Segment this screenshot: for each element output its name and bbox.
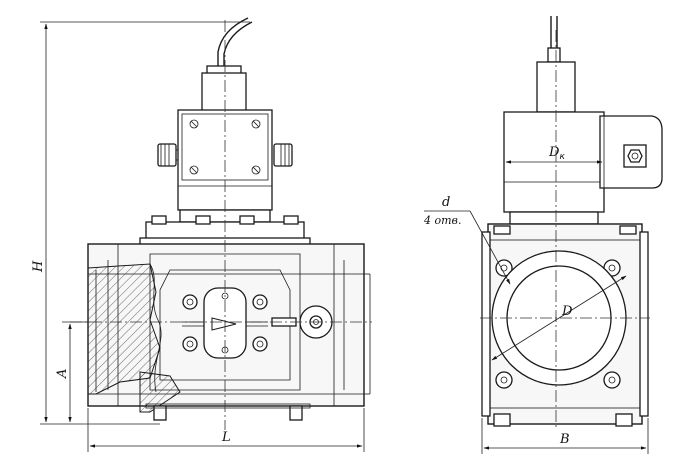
side-dimensions: Dк D d 4 отв. B (423, 145, 649, 454)
front-bolt (182, 294, 198, 310)
front-view (70, 17, 372, 430)
front-bolt (252, 294, 268, 310)
side-hex-nut (627, 149, 643, 163)
front-dimensions: H A L (31, 21, 365, 452)
dim-label-l: L (221, 430, 231, 445)
front-bolt (182, 336, 198, 352)
hole-leader (469, 210, 511, 285)
front-section-cut (87, 263, 161, 395)
front-knob-right (273, 143, 293, 167)
front-knob-left (157, 143, 177, 167)
flow-arrow (211, 317, 237, 331)
dim-label-dk-sub: к (559, 152, 565, 162)
dim-label-hole-d: d (442, 195, 450, 210)
dim-line-d-diameter (491, 275, 627, 361)
dim-label-hole-count: 4 отв. (423, 214, 461, 227)
dim-label-d-diameter: D (561, 304, 573, 319)
dim-label-a: A (55, 369, 70, 379)
dim-label-dk: Dк (548, 145, 565, 162)
dim-label-h: H (31, 260, 46, 273)
dim-label-b: B (559, 432, 570, 447)
side-view (480, 16, 663, 430)
side-bolt-hole (603, 371, 621, 389)
dim-label-dk-main: D (548, 145, 560, 160)
front-cable (217, 17, 249, 68)
front-bolt (252, 336, 268, 352)
front-connector (201, 72, 247, 112)
side-bolt-hole (495, 371, 513, 389)
